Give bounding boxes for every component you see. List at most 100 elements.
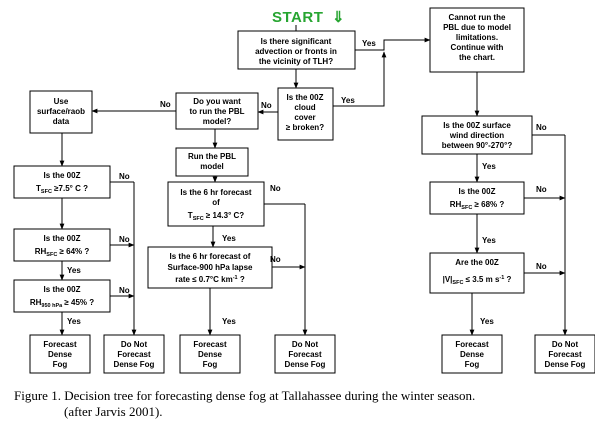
svg-text:cover: cover <box>294 113 315 122</box>
svg-text:PBL due to model: PBL due to model <box>443 23 511 32</box>
svg-text:Forecast: Forecast <box>193 340 227 349</box>
svg-text:Do Not: Do Not <box>121 340 148 349</box>
svg-text:Dense: Dense <box>460 350 485 359</box>
svg-text:limitations.: limitations. <box>456 33 498 42</box>
svg-text:Is there significant: Is there significant <box>261 37 332 46</box>
box-tsfc-7-5-question: Is the 00Z TSFC ≥7.5° C ? <box>13 165 111 199</box>
svg-text:Fog: Fog <box>465 360 480 369</box>
box-rh-68-question: Is the 00Z RHSFC ≥ 68% ? <box>429 181 525 215</box>
yes-label: Yes <box>67 317 81 326</box>
svg-text:Continue with: Continue with <box>451 43 504 52</box>
yes-label: Yes <box>362 39 376 48</box>
connector-lines <box>59 25 568 336</box>
svg-text:between 90°-270°?: between 90°-270°? <box>442 141 513 150</box>
svg-text:RHSFC ≥ 64% ?: RHSFC ≥ 64% ? <box>35 247 90 258</box>
yes-label: Yes <box>222 317 236 326</box>
svg-text:Is the 00Z: Is the 00Z <box>44 171 81 180</box>
svg-text:Is the 00Z: Is the 00Z <box>459 187 496 196</box>
svg-text:the chart.: the chart. <box>459 53 495 62</box>
yes-label: Yes <box>480 317 494 326</box>
caption-line-1: Figure 1. Decision tree for forecasting … <box>14 388 476 403</box>
box-rh-950hpa-question: Is the 00Z RH950 hPa ≥ 45% ? <box>13 279 111 313</box>
no-label: No <box>119 172 130 181</box>
yes-label: Yes <box>341 96 355 105</box>
svg-text:surface/raob: surface/raob <box>37 107 85 116</box>
svg-text:Is the 00Z: Is the 00Z <box>44 234 81 243</box>
caption-line-2: (after Jarvis 2001). <box>64 404 163 419</box>
svg-text:rate ≤ 0.7°C km-1 ?: rate ≤ 0.7°C km-1 ? <box>175 275 245 284</box>
box-wind-direction-question: Is the 00Z surface wind direction betwee… <box>421 115 533 155</box>
yes-label: Yes <box>482 162 496 171</box>
svg-text:Do Not: Do Not <box>552 340 579 349</box>
start-arrow-icon: ⇓ <box>332 9 345 26</box>
svg-text:RHSFC ≥ 68% ?: RHSFC ≥ 68% ? <box>450 200 505 211</box>
svg-text:Fog: Fog <box>203 360 218 369</box>
no-label: No <box>270 184 281 193</box>
box-wind-speed-question: Are the 00Z |V|SFC ≤ 3.5 m s-1 ? <box>429 252 525 294</box>
svg-text:Fog: Fog <box>53 360 68 369</box>
no-label: No <box>119 235 130 244</box>
svg-text:Do you want: Do you want <box>193 97 241 106</box>
outcome-forecast-dense-fog-right: Forecast Dense Fog <box>441 334 503 374</box>
svg-text:Dense: Dense <box>198 350 223 359</box>
svg-text:Forecast: Forecast <box>548 350 582 359</box>
box-advection-question: Is there significant advection or fronts… <box>237 30 356 70</box>
box-cannot-run-pbl: Cannot run the PBL due to model limitati… <box>429 7 525 73</box>
svg-text:Dense Fog: Dense Fog <box>545 360 586 369</box>
svg-text:Are the 00Z: Are the 00Z <box>455 258 499 267</box>
svg-text:≥ broken?: ≥ broken? <box>286 123 324 132</box>
svg-text:data: data <box>53 117 70 126</box>
no-label: No <box>536 262 547 271</box>
svg-text:TSFC ≥ 14.3° C?: TSFC ≥ 14.3° C? <box>188 211 244 222</box>
yes-label: Yes <box>67 266 81 275</box>
box-lapse-rate-question: Is the 6 hr forecast of Surface-900 hPa … <box>147 246 273 289</box>
no-label: No <box>160 100 171 109</box>
svg-text:Dense Fog: Dense Fog <box>285 360 326 369</box>
svg-text:Cannot run the: Cannot run the <box>449 13 506 22</box>
svg-text:Forecast: Forecast <box>455 340 489 349</box>
svg-text:Forecast: Forecast <box>288 350 322 359</box>
outcome-forecast-dense-fog-left: Forecast Dense Fog <box>29 334 91 374</box>
yes-label: Yes <box>222 234 236 243</box>
svg-text:advection or fronts in: advection or fronts in <box>255 47 337 56</box>
outcome-do-not-forecast-left: Do Not Forecast Dense Fog <box>103 334 165 374</box>
svg-text:to run the PBL: to run the PBL <box>189 107 244 116</box>
svg-text:Do Not: Do Not <box>292 340 319 349</box>
svg-text:Is the 00Z: Is the 00Z <box>287 93 324 102</box>
figure-caption: Figure 1. Decision tree for forecasting … <box>14 388 589 420</box>
svg-text:RH950 hPa ≥ 45% ?: RH950 hPa ≥ 45% ? <box>30 298 94 309</box>
svg-text:wind direction: wind direction <box>449 131 504 140</box>
box-forecast-6hr-tsfc-question: Is the 6 hr forecast of TSFC ≥ 14.3° C? <box>167 181 265 227</box>
svg-text:|V|SFC ≤ 3.5 m s-1 ?: |V|SFC ≤ 3.5 m s-1 ? <box>443 275 512 286</box>
no-label: No <box>261 101 272 110</box>
no-label: No <box>119 286 130 295</box>
svg-text:Use: Use <box>54 97 69 106</box>
svg-text:Run the PBL: Run the PBL <box>188 152 236 161</box>
svg-text:model?: model? <box>203 117 232 126</box>
svg-text:TSFC ≥7.5° C ?: TSFC ≥7.5° C ? <box>36 184 88 195</box>
svg-text:Dense: Dense <box>48 350 73 359</box>
box-run-pbl-question: Do you want to run the PBL model? <box>175 92 259 130</box>
svg-text:Is the 6 hr forecast: Is the 6 hr forecast <box>180 188 251 197</box>
outcome-do-not-forecast-right: Do Not Forecast Dense Fog <box>534 334 595 374</box>
svg-text:Is the 6 hr forecast of: Is the 6 hr forecast of <box>170 252 251 261</box>
svg-text:Forecast: Forecast <box>43 340 77 349</box>
svg-text:the vicinity of TLH?: the vicinity of TLH? <box>259 57 333 66</box>
start-label: START <box>272 9 323 26</box>
outcome-forecast-dense-fog-middle: Forecast Dense Fog <box>179 334 241 374</box>
outcome-do-not-forecast-middle: Do Not Forecast Dense Fog <box>274 334 336 374</box>
svg-text:of: of <box>212 198 220 207</box>
svg-text:cloud: cloud <box>294 103 315 112</box>
no-label: No <box>270 255 281 264</box>
svg-text:model: model <box>200 162 224 171</box>
svg-text:Forecast: Forecast <box>117 350 151 359</box>
box-rh-64-question: Is the 00Z RHSFC ≥ 64% ? <box>13 228 111 262</box>
svg-text:Surface-900 hPa lapse: Surface-900 hPa lapse <box>168 263 253 272</box>
svg-text:Dense Fog: Dense Fog <box>114 360 155 369</box>
box-use-surface-raob-data: Use surface/raob data <box>29 90 93 134</box>
svg-text:Is the 00Z: Is the 00Z <box>44 285 81 294</box>
svg-text:Is the 00Z surface: Is the 00Z surface <box>443 121 511 130</box>
no-label: No <box>536 185 547 194</box>
box-run-pbl-model: Run the PBL model <box>175 147 249 177</box>
